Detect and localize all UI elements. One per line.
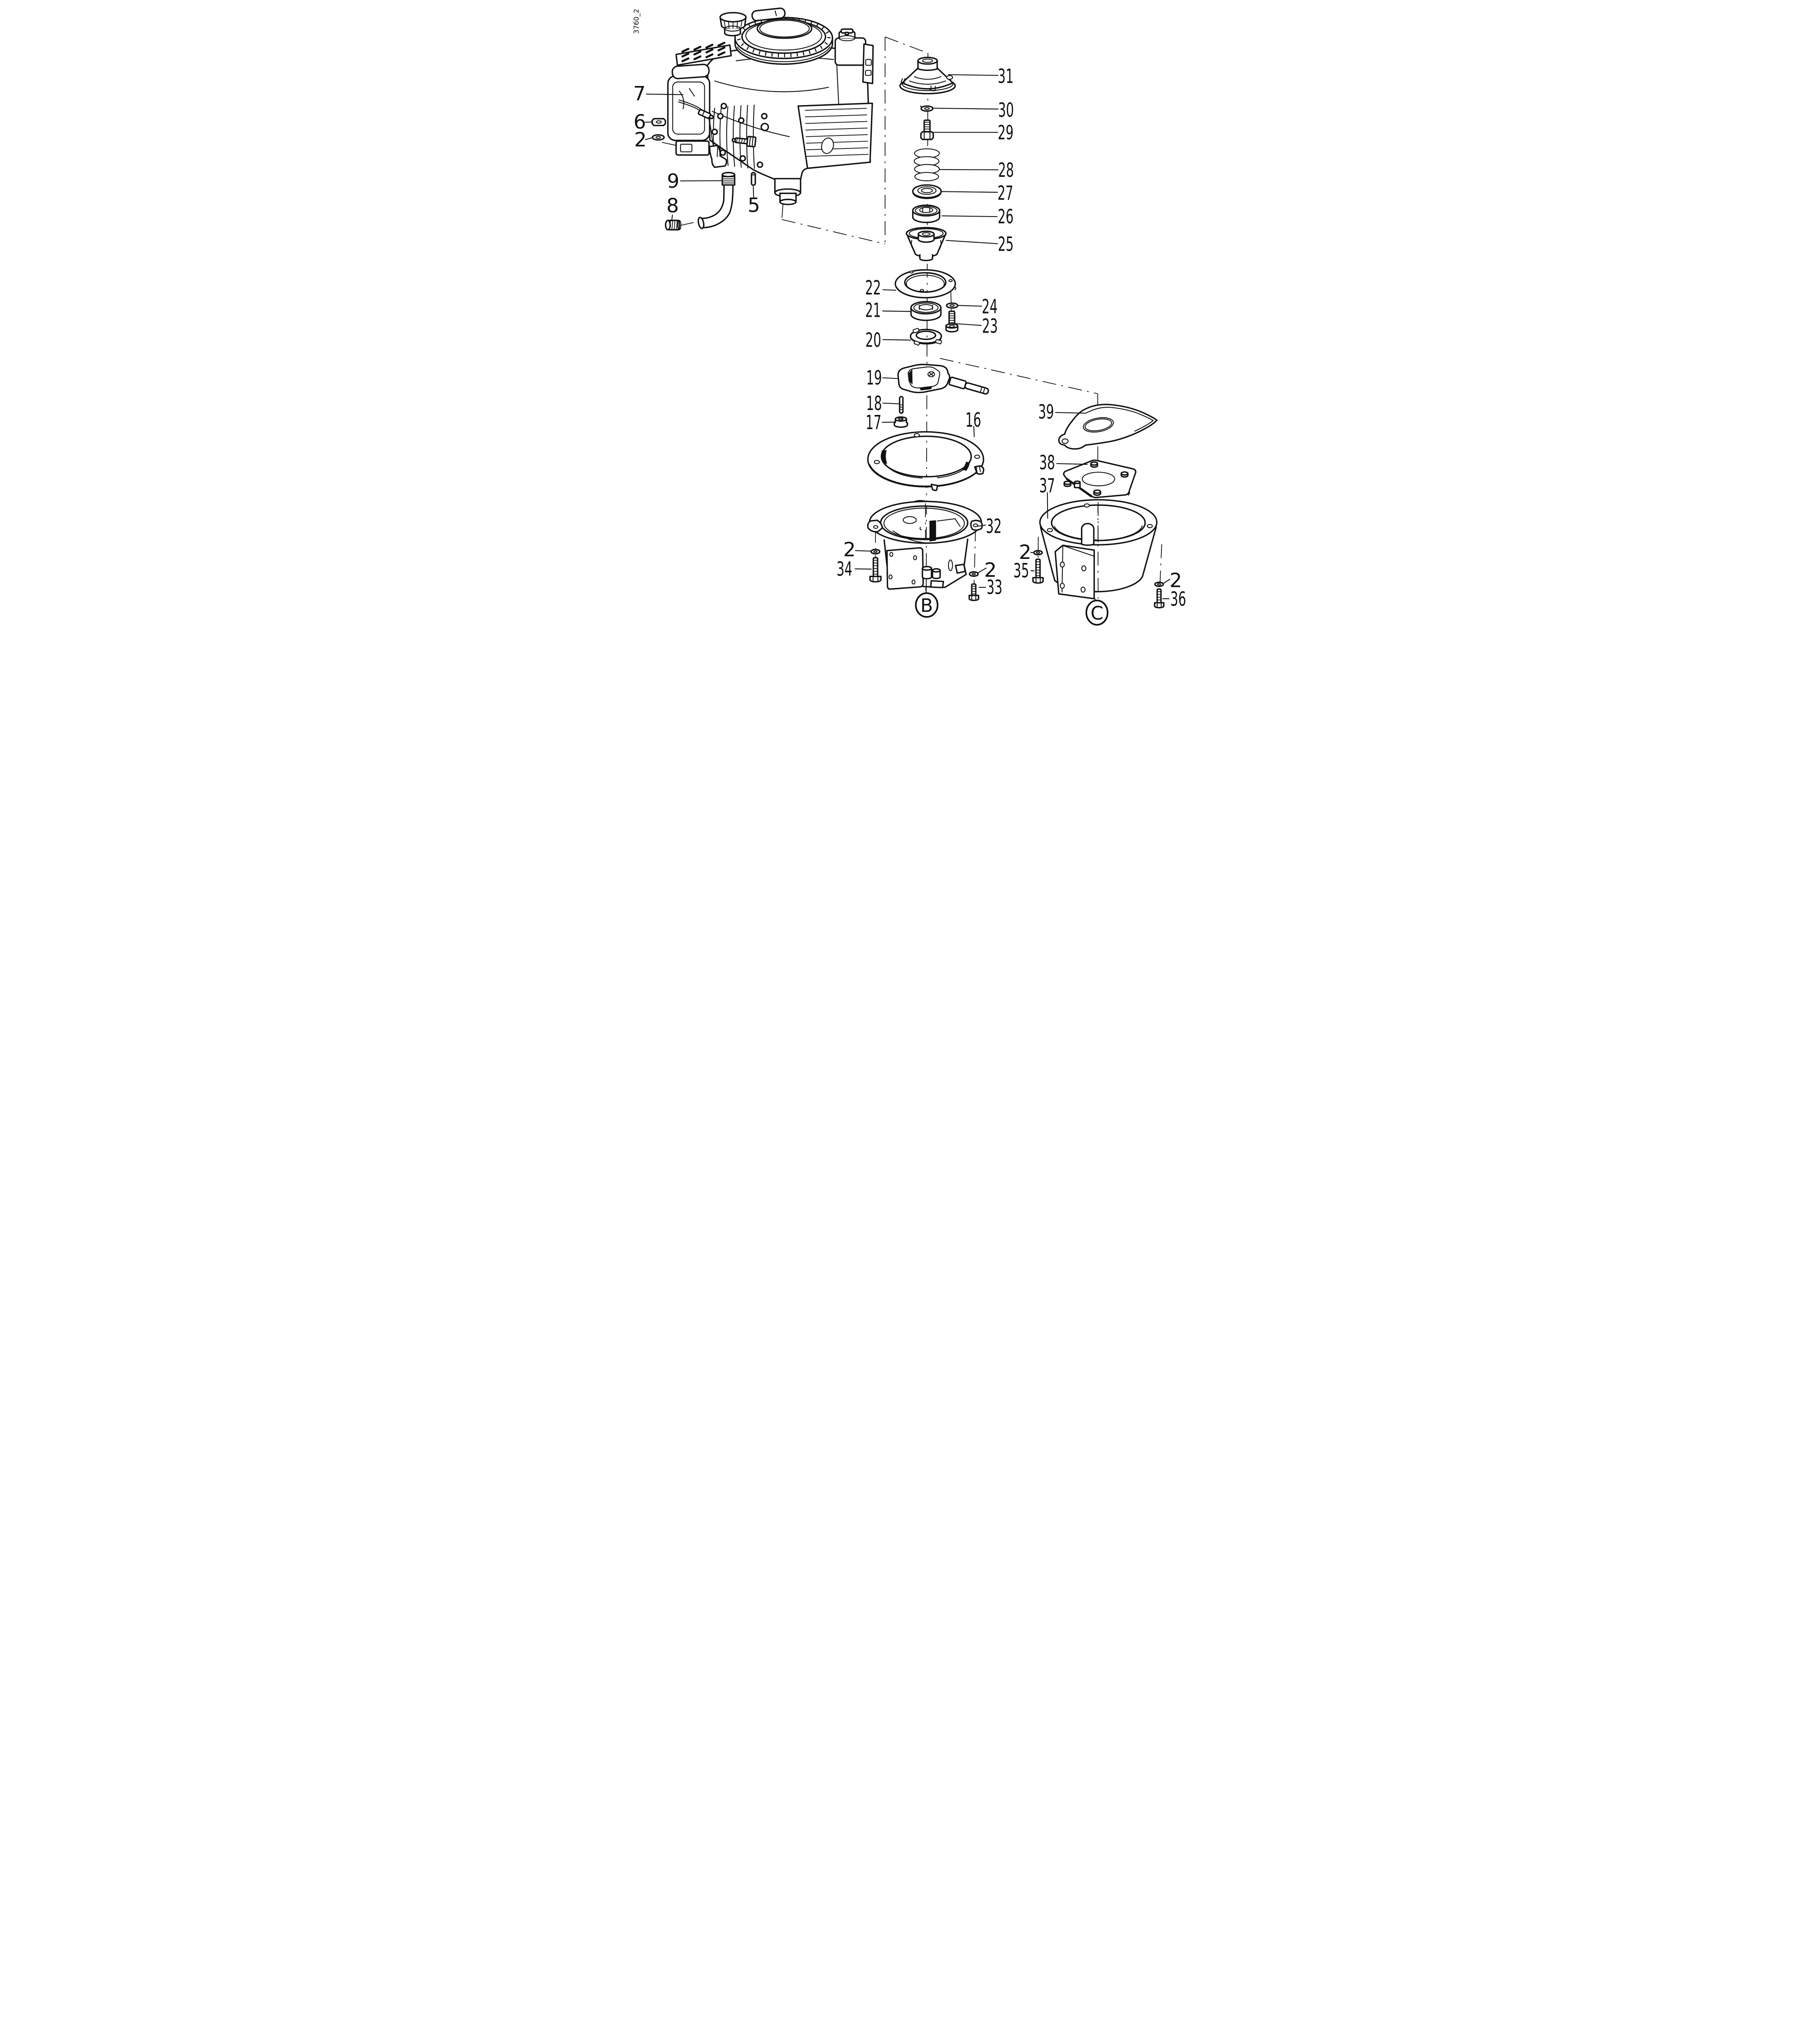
- view-letter-b: B: [921, 595, 933, 617]
- callout-31: 31: [998, 65, 1013, 88]
- callout-17: 17: [866, 411, 882, 434]
- callout-2-engine: 2: [634, 129, 647, 151]
- callout-9: 9: [667, 170, 680, 193]
- callout-25: 25: [998, 233, 1014, 256]
- callout-2-33: 2: [984, 559, 997, 582]
- callout-27: 27: [998, 182, 1013, 205]
- view-letter-c: C: [1090, 602, 1103, 624]
- recoil-shroud: [667, 64, 710, 156]
- part-8-plug: [665, 219, 682, 231]
- part-34-bolt: [869, 557, 882, 583]
- part-20-locking-collar: [910, 328, 942, 346]
- part-30-washer: [920, 105, 934, 112]
- part-21-bearing: [910, 301, 942, 321]
- exploded-view-main: B: [867, 56, 989, 618]
- part-29-bolt: [920, 119, 934, 140]
- callout-18: 18: [866, 392, 882, 415]
- cylinder-fin-block: [797, 102, 873, 169]
- part-6-nut: [651, 118, 666, 127]
- part-38-adapter-plate: [1063, 459, 1137, 498]
- ignition-lead: [678, 99, 728, 168]
- callout-28: 28: [998, 159, 1014, 182]
- callout-8: 8: [666, 195, 679, 217]
- callout-30: 30: [998, 99, 1014, 122]
- part-25-pulley-cup: [906, 227, 947, 261]
- callout-26: 26: [998, 206, 1013, 228]
- callout-6: 6: [633, 111, 646, 133]
- exploded-parts-diagram: 3760_2: [626, 0, 1194, 640]
- part-19-clamp: [897, 363, 989, 395]
- callout-32: 32: [986, 515, 1002, 538]
- part-2-washer-33: [968, 571, 979, 577]
- part-35-bolt: [1032, 559, 1044, 584]
- callout-23: 23: [982, 315, 998, 338]
- view-label-c: C: [1085, 597, 1109, 626]
- bolt-heads: [711, 103, 769, 168]
- spark-plug-boot: [709, 145, 728, 168]
- vent-louver-panel: [675, 41, 732, 66]
- part-36-bolt: [1154, 588, 1165, 608]
- part-9-elbow-pipe: [698, 172, 736, 229]
- callout-7: 7: [633, 82, 646, 105]
- drawing-number: 3760_2: [632, 9, 641, 34]
- engine-illustration: [667, 7, 874, 205]
- callout-34: 34: [837, 558, 852, 581]
- part-28-spring: [914, 148, 940, 181]
- view-label-b: B: [915, 588, 939, 618]
- standoffs: [1063, 461, 1129, 496]
- cooling-fins: [711, 103, 769, 169]
- part-5-pin: [751, 172, 756, 186]
- callout-2-35: 2: [1019, 541, 1031, 564]
- part-31-cover-cone: [899, 56, 956, 95]
- callout-38: 38: [1039, 451, 1055, 474]
- callout-numbers: 7 6 2 9 8 5 31 30 29 28 27 26 25 22 21 2…: [633, 65, 1186, 610]
- part-23-bolt: [945, 310, 959, 333]
- callout-24: 24: [982, 296, 998, 318]
- oil-cap: [719, 12, 747, 37]
- fuel-tank: [834, 28, 874, 84]
- part-37-cup: [1039, 499, 1158, 599]
- part-18-stud: [899, 396, 904, 414]
- exploded-view-right: C: [1032, 404, 1165, 626]
- starter-handle: [751, 7, 786, 21]
- part-2-washer-35: [1033, 550, 1043, 556]
- callout-22: 22: [865, 277, 881, 299]
- callout-33: 33: [987, 576, 1002, 599]
- part-16-mounting-ring: [867, 431, 985, 491]
- callout-35: 35: [1013, 559, 1029, 582]
- callout-21: 21: [865, 299, 881, 322]
- part-32-housing: [867, 500, 983, 590]
- callout-2-36: 2: [1170, 569, 1182, 592]
- callout-5: 5: [748, 194, 760, 217]
- callout-2-34: 2: [843, 539, 856, 561]
- callout-36: 36: [1170, 588, 1186, 610]
- part-39-gasket: [1058, 404, 1158, 450]
- carburetor-stud: [732, 135, 757, 148]
- callout-39: 39: [1038, 401, 1054, 423]
- part-33-bolt: [968, 583, 979, 601]
- part-26-bearing: [912, 204, 940, 223]
- callout-16: 16: [965, 409, 981, 432]
- callout-19: 19: [866, 367, 882, 389]
- flywheel-blower-housing: [734, 17, 833, 65]
- callout-29: 29: [998, 121, 1013, 144]
- callout-20: 20: [865, 329, 881, 352]
- part-17-nut: [893, 416, 908, 428]
- part-22-ring: [895, 269, 957, 299]
- output-shaft: [774, 178, 801, 205]
- part-27-seal: [912, 184, 942, 199]
- part-2-washer-34: [870, 549, 881, 555]
- part-24-washer: [946, 302, 959, 309]
- part-2-washer-engine: [652, 134, 665, 141]
- callout-leader-lines: [644, 74, 1170, 599]
- callout-37: 37: [1039, 475, 1055, 497]
- part-2-washer-36: [1154, 581, 1164, 587]
- parts-diagram-page: 3760_2: [626, 0, 1194, 640]
